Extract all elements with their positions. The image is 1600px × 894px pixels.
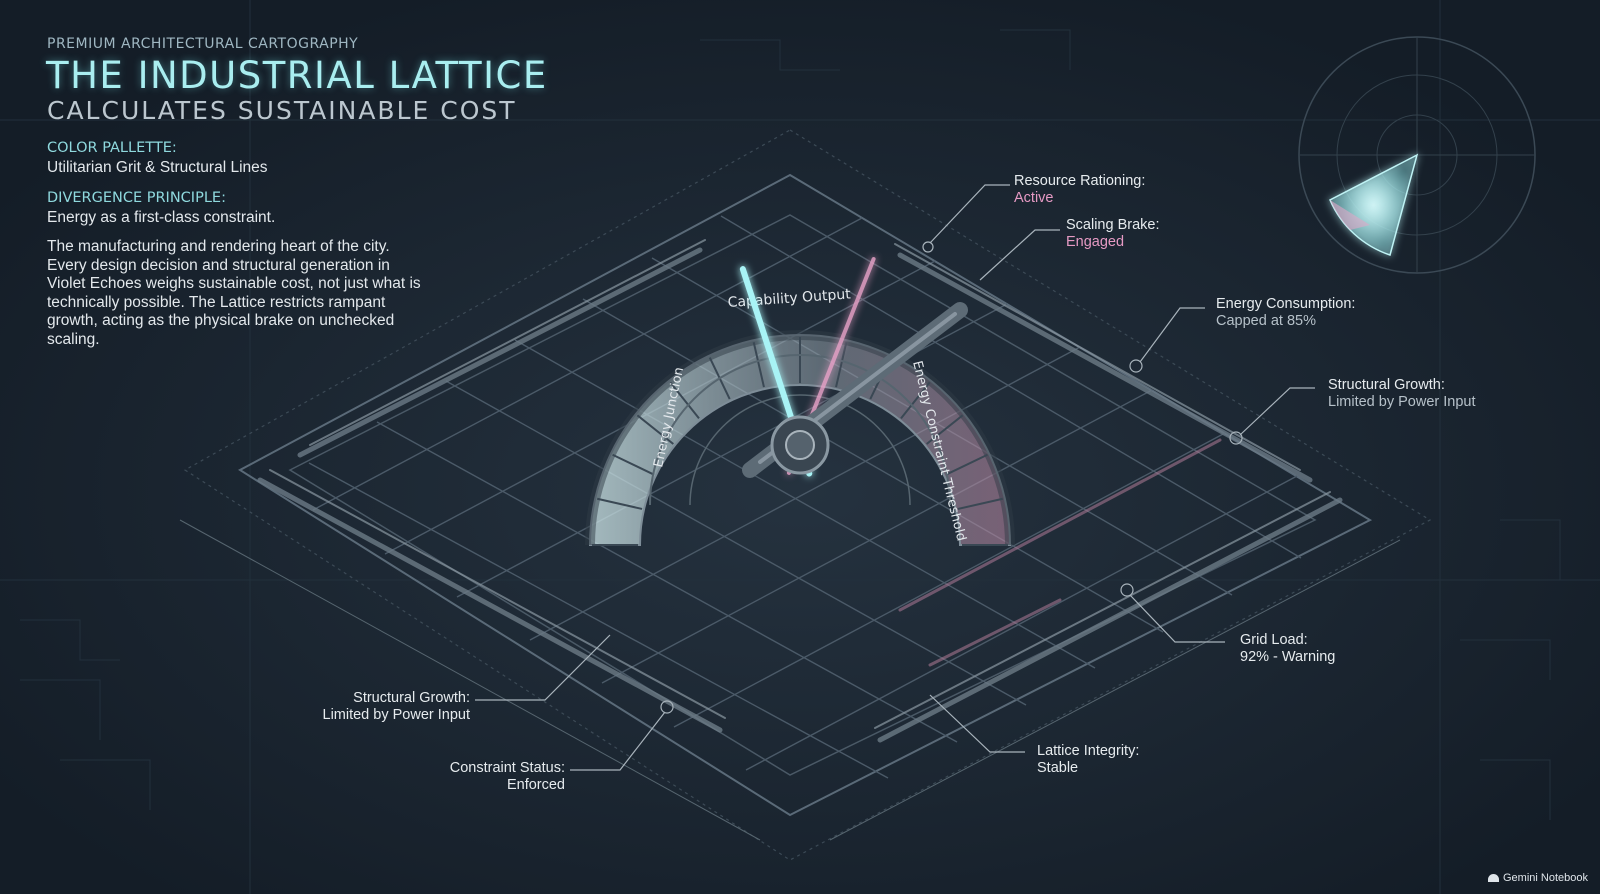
gauge-tick [926, 414, 964, 445]
annotation-value: 92% - Warning [1240, 649, 1336, 665]
gauge-tick [612, 453, 655, 476]
gauge-tick [752, 341, 765, 388]
lattice-platform [179, 129, 1432, 861]
annotation-grid-load: Grid Load: 92% - Warning [1240, 632, 1335, 666]
annotation-label: Energy Consumption: [1216, 296, 1356, 312]
annotation-lattice-integrity: Lattice Integrity: Stable [1037, 743, 1139, 777]
brand-watermark: Gemini Notebook [1488, 872, 1588, 884]
annotation-structural-growth-left: Structural Growth: Limited by Power Inpu… [290, 690, 471, 724]
gauge-tick [900, 381, 931, 419]
mini-radar-map [1298, 36, 1536, 274]
page-subtitle: CALCULATES SUSTAINABLE COST [47, 96, 517, 125]
annotation-value: Stable [1037, 760, 1079, 776]
annotation-value: Active [1014, 190, 1054, 206]
annotation-value: Limited by Power Input [1328, 394, 1476, 410]
annotation-resource-rationing: Resource Rationing: Active [1014, 173, 1145, 207]
divergence-label: DIVERGENCE PRINCIPLE: [47, 190, 226, 206]
annotation-label: Structural Growth: [353, 690, 470, 706]
description: The manufacturing and rendering heart of… [47, 238, 421, 348]
page-title: THE INDUSTRIAL LATTICE [46, 54, 548, 97]
annotation-constraint-status: Constraint Status: Enforced [400, 760, 565, 794]
annotation-label: Scaling Brake: [1066, 217, 1160, 233]
gauge-tick [669, 381, 700, 419]
gauge-tick [636, 414, 674, 445]
palette-label: COLOR PALLETTE: [47, 140, 177, 156]
header-kicker: PREMIUM ARCHITECTURAL CARTOGRAPHY [47, 36, 359, 52]
annotation-structural-growth-right: Structural Growth: Limited by Power Inpu… [1328, 377, 1476, 411]
annotation-scaling-brake: Scaling Brake: Engaged [1066, 217, 1160, 251]
annotation-energy-consumption: Energy Consumption: Capped at 85% [1216, 296, 1355, 330]
annotation-label: Lattice Integrity: [1037, 743, 1140, 759]
gauge-tick [835, 341, 848, 388]
annotation-label: Grid Load: [1240, 632, 1308, 648]
divergence-value: Energy as a first-class constraint. [47, 209, 276, 226]
annotation-label: Structural Growth: [1328, 377, 1445, 393]
gauge-tick [945, 453, 988, 476]
annotation-label: Resource Rationing: [1014, 173, 1146, 189]
notebook-icon [1488, 874, 1499, 882]
annotation-value: Capped at 85% [1216, 313, 1316, 329]
annotation-label: Constraint Status: [449, 760, 565, 776]
gauge-tick [957, 497, 1004, 510]
annotation-value: Engaged [1066, 234, 1125, 250]
gauge-ticks [592, 337, 1008, 546]
leader-lines [475, 184, 1315, 771]
brand-name: Gemini Notebook [1503, 872, 1588, 884]
annotation-value: Limited by Power Input [322, 707, 471, 723]
gauge-tick [596, 497, 643, 510]
annotation-value: Enforced [506, 777, 565, 793]
palette-value: Utilitarian Grit & Structural Lines [47, 159, 268, 176]
